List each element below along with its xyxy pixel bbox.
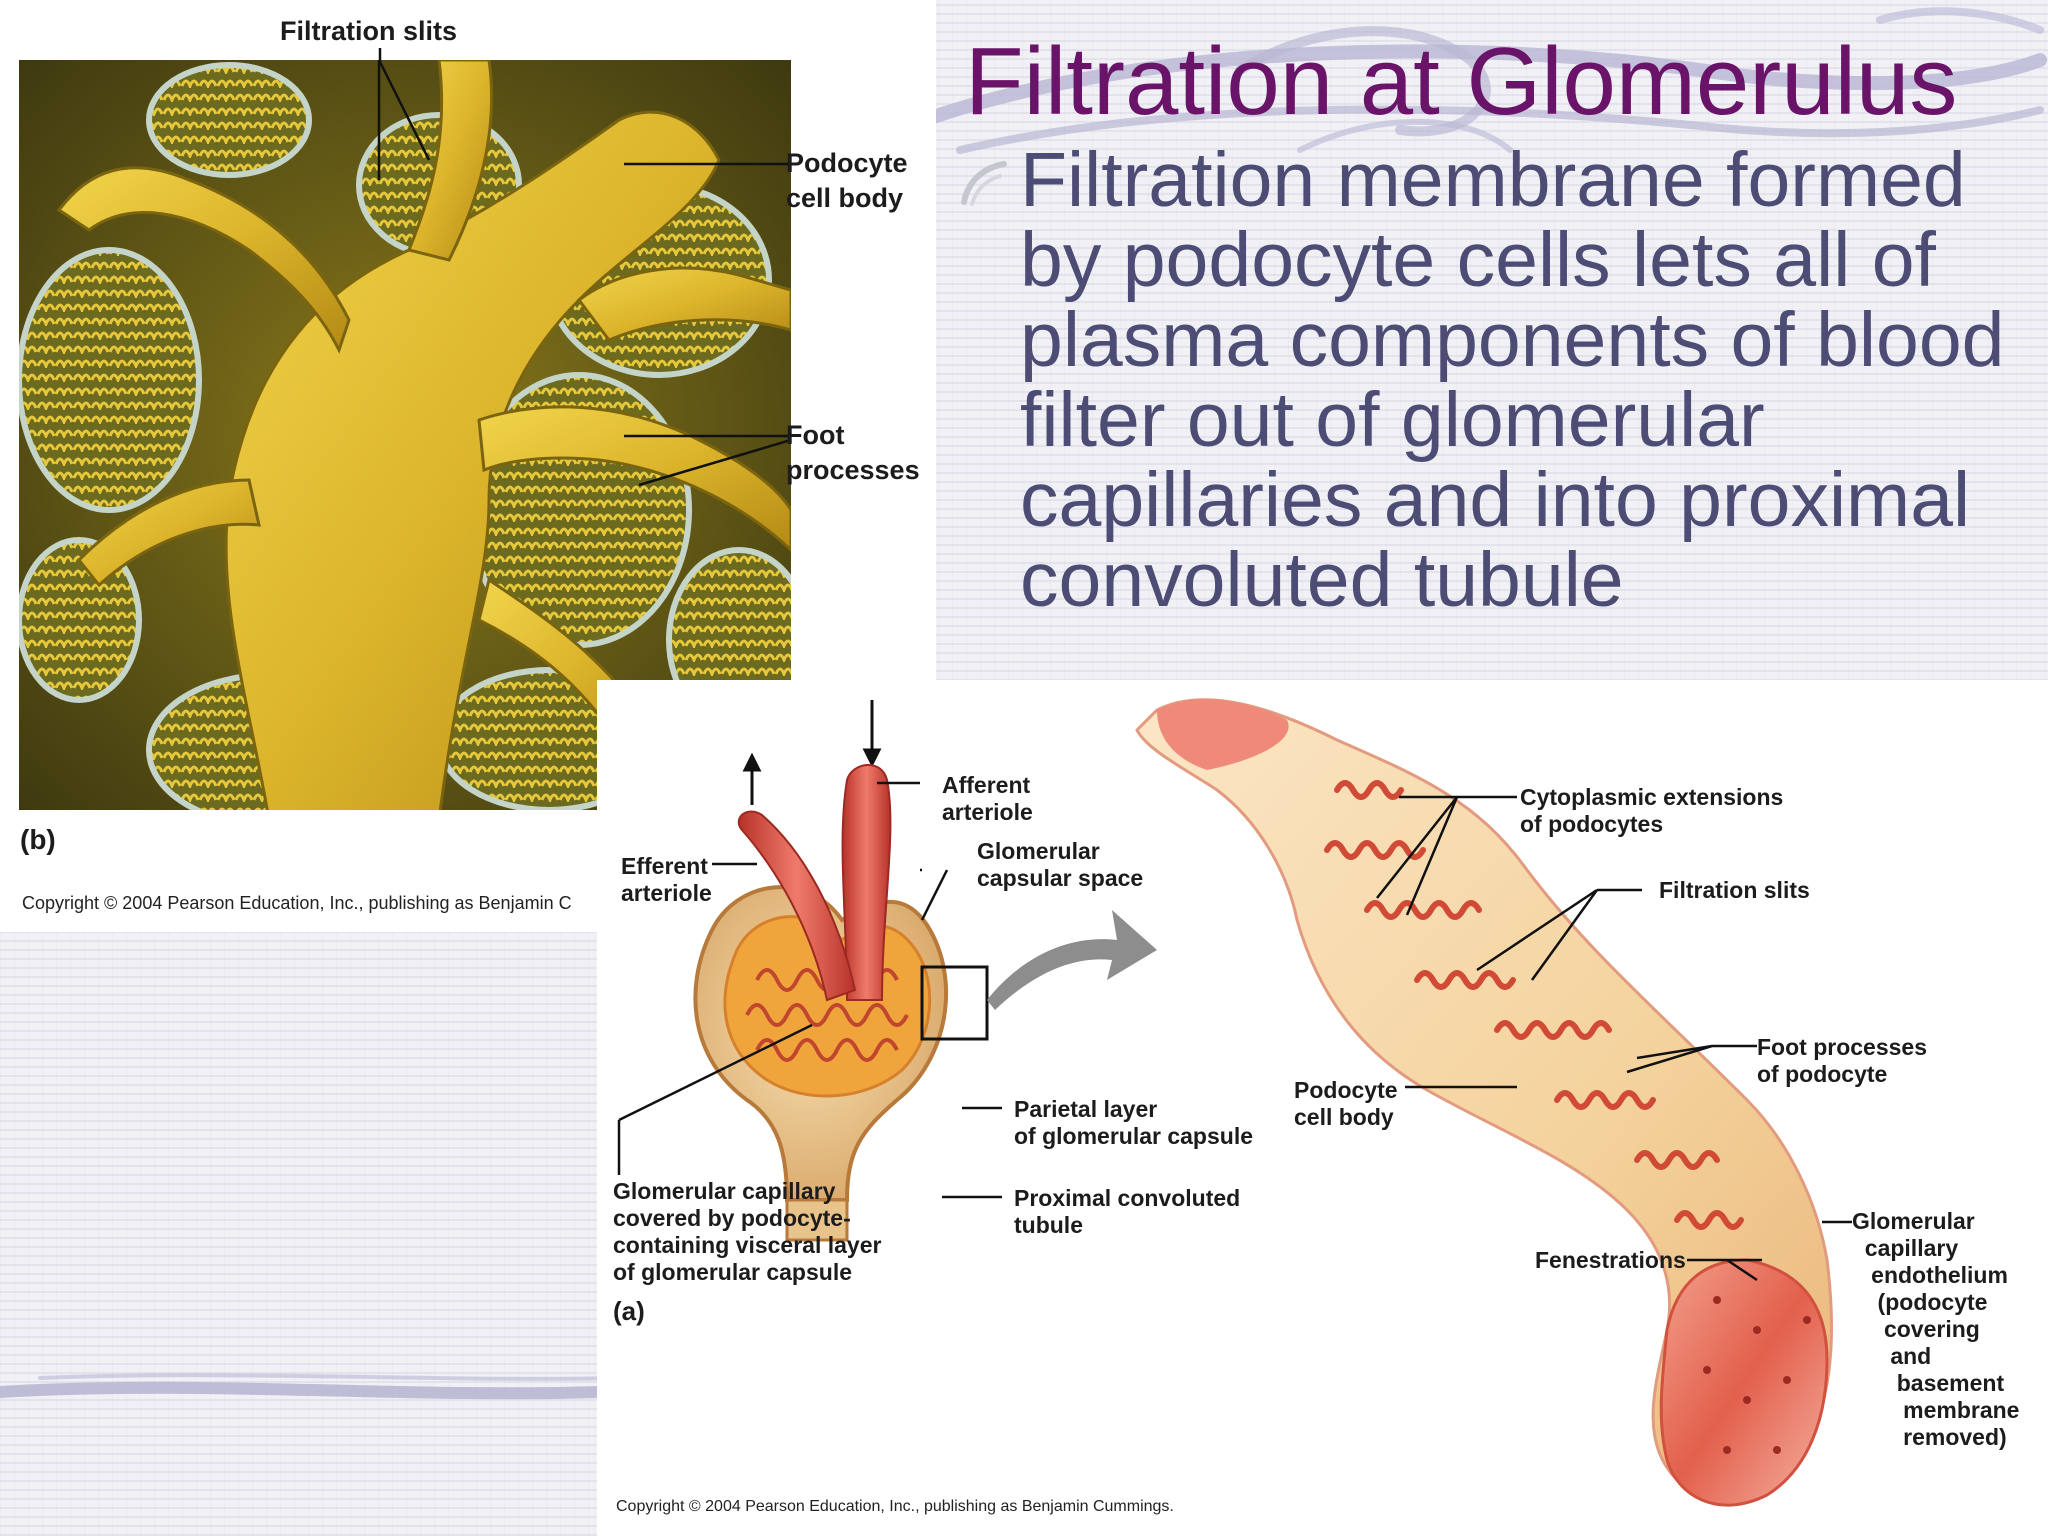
slide-title: Filtration at Glomerulus <box>965 28 1958 135</box>
label-podocyte-cell-body-a: Podocyte cell body <box>1294 1077 1398 1130</box>
panel-letter-a: (a) <box>613 1296 645 1326</box>
afferent-arteriole-shape <box>841 764 892 1001</box>
label-efferent-arteriole: Efferent arteriole <box>621 853 712 906</box>
label-filtration-slits-b: Filtration slits <box>280 16 458 46</box>
label-cytoplasmic-extensions: Cytoplasmic extensions of podocytes <box>1520 784 1784 837</box>
label-proximal-convoluted-tubule: Proximal convoluted tubule <box>1014 1185 1241 1238</box>
label-capillary-endothelium: Glomerular capillary endothelium (podocy… <box>1852 1208 2020 1450</box>
label-parietal-layer: Parietal layer of glomerular capsule <box>1014 1096 1254 1149</box>
glomerulus-illustration <box>617 698 1852 1507</box>
micrograph-label-connectors <box>784 162 791 438</box>
label-glomerular-capsular-space: Glomerular capsular space <box>977 838 1144 891</box>
podocyte-capillary-shape <box>1135 698 1834 1507</box>
label-glomerular-capillary-covered: Glomerular capillary covered by podocyte… <box>613 1178 882 1285</box>
figure-a-panel: Afferent arteriole Efferent arteriole Gl… <box>597 680 2048 1536</box>
copyright-a: Copyright © 2004 Pearson Education, Inc.… <box>616 1498 1174 1515</box>
bullet-text: Filtration membrane formed by podocyte c… <box>1020 137 2005 623</box>
label-fenestrations: Fenestrations <box>1535 1247 1686 1273</box>
podocyte-cell-body-shape <box>56 60 791 810</box>
copyright-b: Copyright © 2004 Pearson Education, Inc.… <box>22 893 572 913</box>
label-afferent-arteriole: Afferent arteriole <box>942 772 1033 825</box>
label-foot-processes-b: Foot processes <box>786 420 920 485</box>
efferent-arteriole-shape <box>737 810 857 1002</box>
label-filtration-slits-a: Filtration slits <box>1659 877 1810 903</box>
bullet-swirl-icon <box>961 161 1007 206</box>
label-foot-processes-podocyte: Foot processes of podocyte <box>1757 1034 1927 1087</box>
label-podocyte-cell-body-b: Podocyte cell body <box>786 148 908 213</box>
micrograph-leader-lines <box>378 48 382 62</box>
panel-letter-b: (b) <box>20 824 56 855</box>
